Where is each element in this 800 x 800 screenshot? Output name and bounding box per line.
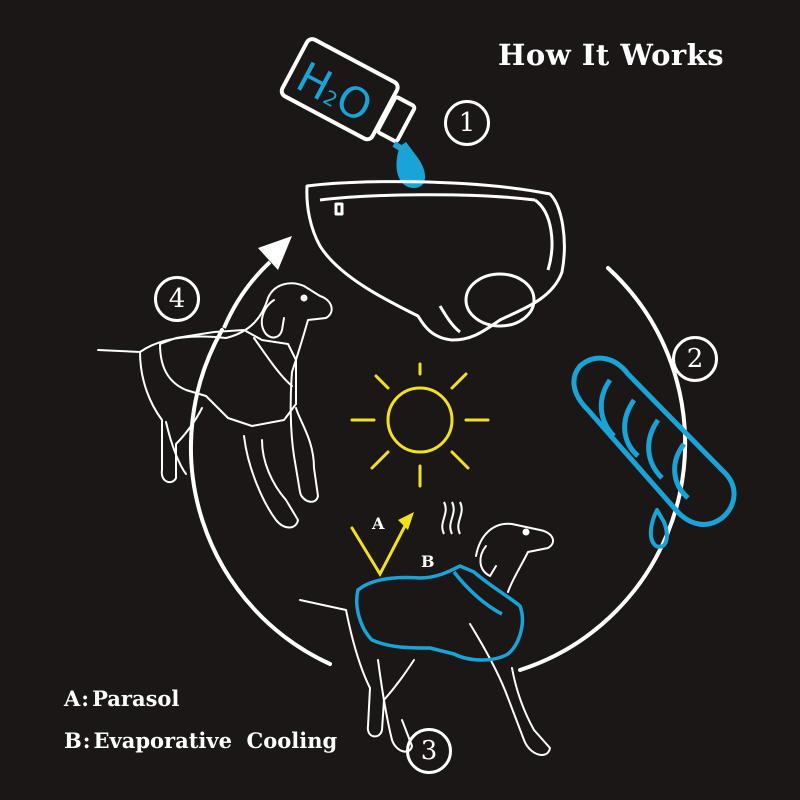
step-2-badge: 2 bbox=[672, 336, 718, 382]
marker-b: B bbox=[421, 552, 435, 571]
legend-separator: : bbox=[81, 686, 90, 711]
cycle-ring bbox=[188, 266, 688, 672]
step-1-badge: 1 bbox=[444, 100, 490, 146]
legend-key: B bbox=[64, 728, 82, 753]
marker-a: A bbox=[372, 514, 385, 533]
water-bottle-icon bbox=[279, 37, 426, 188]
legend-text: Evaporative Cooling bbox=[93, 728, 338, 753]
step-3-badge: 3 bbox=[406, 728, 452, 774]
reflection-arrow-icon bbox=[350, 522, 408, 578]
legend-key: A bbox=[64, 686, 81, 711]
legend-item-parasol: A:Parasol bbox=[64, 686, 179, 711]
evaporation-waves-icon bbox=[441, 501, 463, 535]
sun-icon bbox=[350, 362, 490, 488]
vest-soaked-icon bbox=[571, 355, 737, 549]
legend-separator: : bbox=[82, 728, 91, 753]
page-title: How It Works bbox=[498, 38, 725, 72]
cycle-arc-left bbox=[188, 328, 332, 666]
cycle-arrow bbox=[222, 236, 292, 329]
cycle-arc-right bbox=[518, 266, 688, 672]
dog-with-wet-vest bbox=[299, 522, 555, 756]
vest-dry-icon bbox=[305, 180, 566, 342]
reflection-arrowhead bbox=[398, 512, 414, 530]
legend-text: Parasol bbox=[92, 686, 180, 711]
step-4-badge: 4 bbox=[154, 276, 200, 322]
dog-with-vest-left bbox=[97, 282, 333, 529]
legend-item-evaporative-cooling: B:Evaporative Cooling bbox=[64, 728, 337, 753]
wet-vest-on-dog bbox=[355, 564, 525, 662]
